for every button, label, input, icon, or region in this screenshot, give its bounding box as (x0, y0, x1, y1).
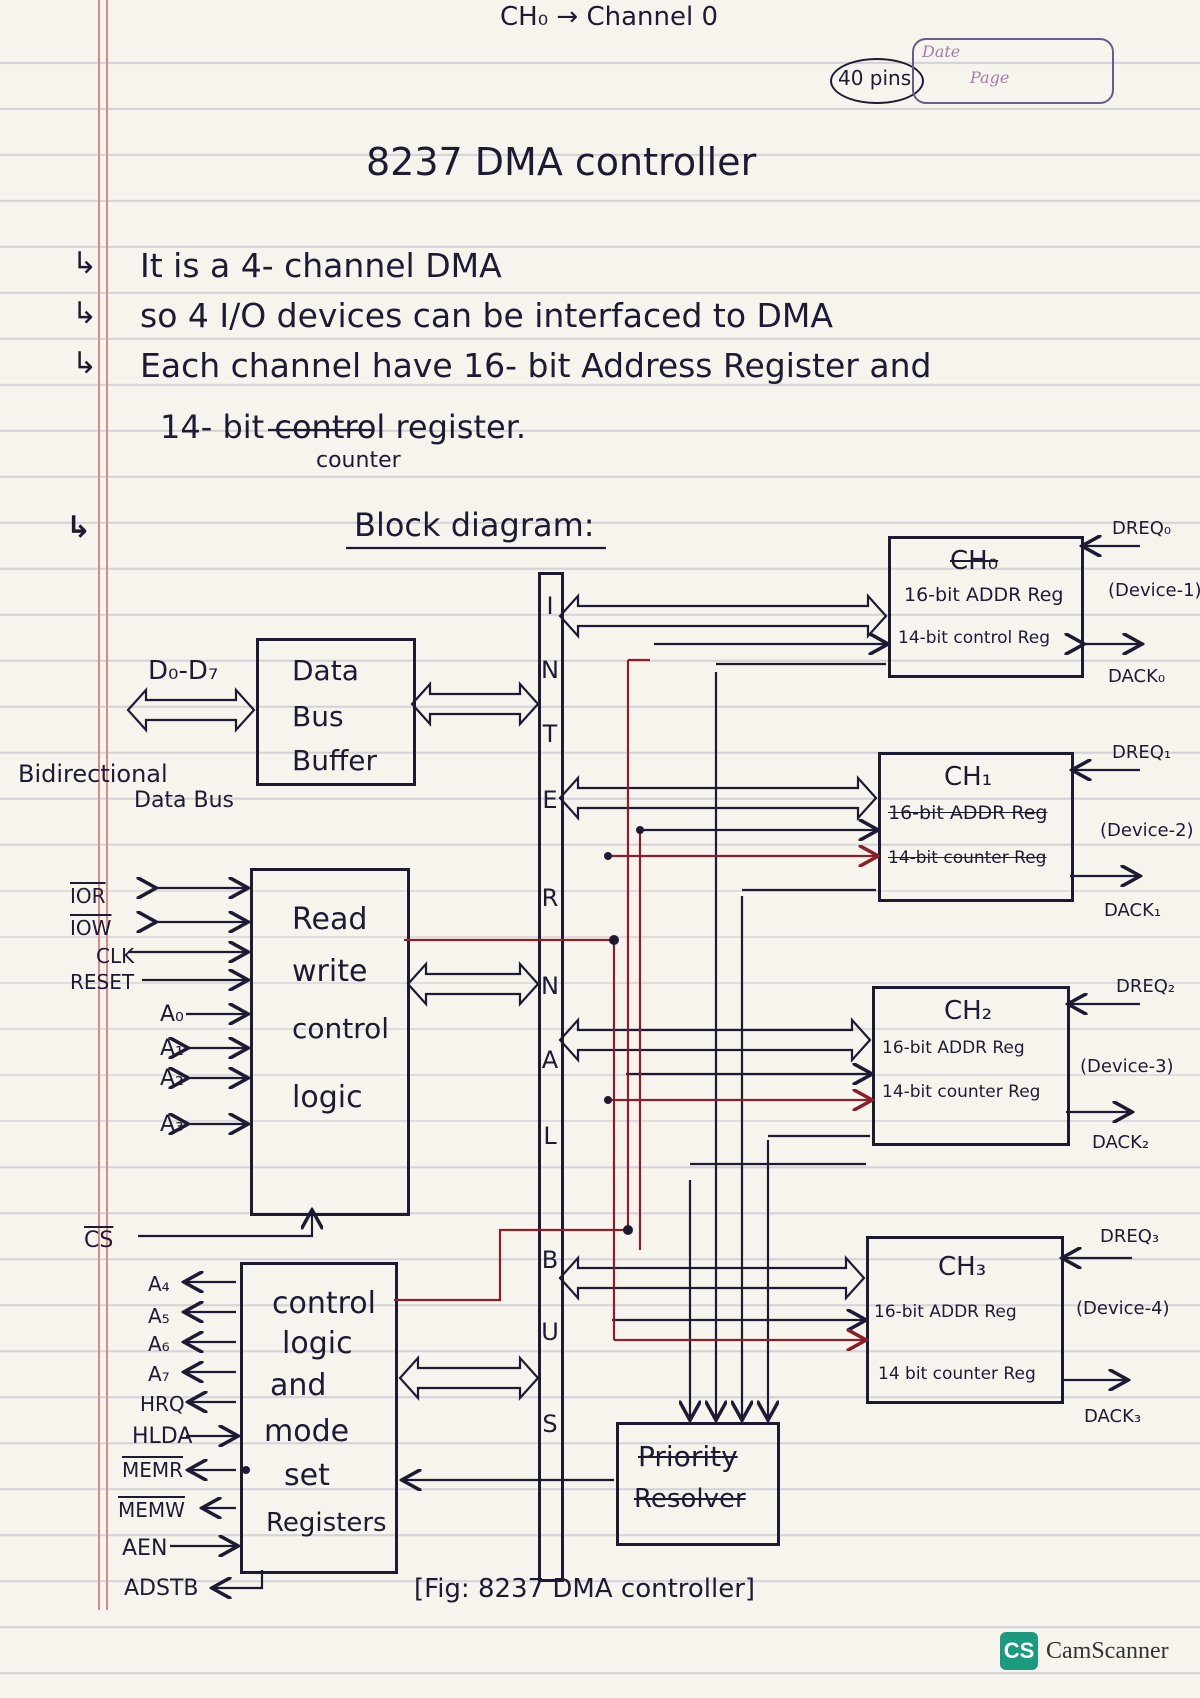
margin-line-right (106, 0, 108, 1610)
bullet-4: 14- bit control register. (160, 408, 527, 446)
priority-resolver-label: Priority (638, 1440, 738, 1473)
figure-caption: [Fig: 8237 DMA controller] (414, 1574, 756, 1604)
rw-logic-label: Read (292, 902, 368, 937)
counter-note: counter (316, 448, 401, 473)
channel-3-count-register: 14 bit counter Reg (878, 1364, 1036, 1384)
internal-bus (538, 572, 564, 1582)
hlda-signal: HLDA (132, 1424, 193, 1449)
memw-signal: MEMW (118, 1498, 185, 1522)
page-title: 8237 DMA controller (366, 140, 757, 184)
channel-0-dack: DACK₀ (1108, 666, 1166, 687)
read-write-control-logic-block (250, 868, 410, 1216)
reset-signal: RESET (70, 970, 135, 994)
channel-1-address-register: 16-bit ADDR Reg (888, 802, 1048, 824)
hrq-signal: HRQ (140, 1392, 185, 1416)
margin-line-left (98, 0, 100, 1610)
bullet-1: It is a 4- channel DMA (140, 246, 502, 285)
internal-bus-letter: U (541, 1318, 559, 1346)
data-lines-label: D₀-D₇ (148, 656, 219, 686)
channel-0-count-register: 14-bit control Reg (898, 628, 1050, 648)
block-diagram-heading: Block diagram: (354, 506, 595, 544)
bullet-arrow: ↳ (72, 296, 98, 331)
internal-bus-letter: I (546, 592, 554, 620)
control-logic-label: Registers (266, 1508, 387, 1538)
bullet-2: so 4 I/O devices can be interfaced to DM… (140, 296, 833, 335)
bullet-arrow: ↳ (72, 246, 98, 281)
control-logic-label: and (270, 1368, 327, 1403)
channel-0-dreq: DREQ₀ (1112, 518, 1172, 539)
page-label: Page (970, 68, 1010, 87)
channel-0-device: (Device-1) (1108, 580, 1200, 601)
control-logic-label: logic (282, 1326, 353, 1361)
channel-3-dack: DACK₃ (1084, 1406, 1142, 1427)
ior-signal: IOR (70, 884, 106, 908)
internal-bus-letter: L (543, 1122, 557, 1150)
camscanner-name: CamScanner (1046, 1638, 1169, 1664)
internal-bus-letter: E (542, 786, 558, 814)
channel-1-name: CH₁ (944, 762, 993, 792)
data-bus-caption: Data Bus (134, 788, 235, 813)
a7-signal: A₇ (148, 1362, 170, 1386)
channel-2-name: CH₂ (944, 996, 993, 1026)
control-logic-label: set (284, 1458, 330, 1493)
bullet-3: Each channel have 16- bit Address Regist… (140, 346, 932, 385)
internal-bus-letter: B (541, 1246, 559, 1274)
aen-signal: AEN (122, 1536, 168, 1561)
internal-bus-letter: N (541, 656, 559, 684)
memr-signal: MEMR (122, 1458, 184, 1482)
data-bus-buffer-label: Buffer (292, 744, 377, 777)
iow-signal: IOW (70, 916, 112, 940)
internal-bus-letter: S (542, 1410, 558, 1438)
channel-2-device: (Device-3) (1080, 1056, 1174, 1077)
channel-1-count-register: 14-bit counter Reg (888, 848, 1047, 868)
channel-3-name: CH₃ (938, 1252, 987, 1282)
channel-2-dreq: DREQ₂ (1116, 976, 1176, 997)
bidirectional-caption: Bidirectional (18, 760, 168, 788)
channel-0-block (888, 536, 1084, 678)
internal-bus-letter: R (541, 884, 559, 912)
channel-0-address-register: 16-bit ADDR Reg (904, 584, 1064, 606)
rw-logic-label: write (292, 954, 368, 989)
channel-3-device: (Device-4) (1076, 1298, 1170, 1319)
priority-resolver-block (616, 1422, 780, 1546)
a6-signal: A₆ (148, 1332, 170, 1356)
rw-logic-label: control (292, 1012, 390, 1045)
internal-bus-letter: A (541, 1046, 559, 1074)
channel-3-dreq: DREQ₃ (1100, 1226, 1160, 1247)
data-bus-buffer-block (256, 638, 416, 786)
adstb-signal: ADSTB (124, 1576, 199, 1601)
cs-signal: CS (84, 1228, 114, 1253)
channel-1-dreq: DREQ₁ (1112, 742, 1172, 763)
a0-signal: A₀ (160, 1002, 184, 1027)
internal-bus-letter: N (541, 972, 559, 1000)
channel-3-address-register: 16-bit ADDR Reg (874, 1302, 1017, 1322)
data-bus-buffer-label: Data (292, 654, 359, 687)
control-logic-label: control (272, 1286, 376, 1321)
pins-oval (830, 58, 924, 104)
rw-logic-label: logic (292, 1080, 363, 1115)
priority-resolver-label: Resolver (634, 1484, 746, 1514)
channel-2-count-register: 14-bit counter Reg (882, 1082, 1041, 1102)
a5-signal: A₅ (148, 1304, 170, 1328)
header-note: CH₀ → Channel 0 (500, 2, 718, 32)
internal-bus-letter: T (542, 720, 558, 748)
date-box (912, 38, 1114, 104)
pins-note: 40 pins (838, 66, 912, 90)
clk-signal: CLK (96, 944, 135, 968)
channel-2-dack: DACK₂ (1092, 1132, 1150, 1153)
data-bus-buffer-label: Bus (292, 700, 344, 733)
bullet-arrow: ↳ (72, 346, 98, 381)
channel-0-name: CH₀ (950, 546, 999, 576)
camscanner-logo: CS (1000, 1632, 1038, 1670)
channel-1-dack: DACK₁ (1104, 900, 1162, 921)
control-logic-mode-set-registers-block (240, 1262, 398, 1574)
channel-2-address-register: 16-bit ADDR Reg (882, 1038, 1025, 1058)
channel-1-device: (Device-2) (1100, 820, 1194, 841)
bullet-dot: ↳ (66, 510, 92, 545)
control-logic-label: mode (264, 1414, 350, 1449)
a4-signal: A₄ (148, 1272, 170, 1296)
date-label: Date (922, 42, 961, 61)
